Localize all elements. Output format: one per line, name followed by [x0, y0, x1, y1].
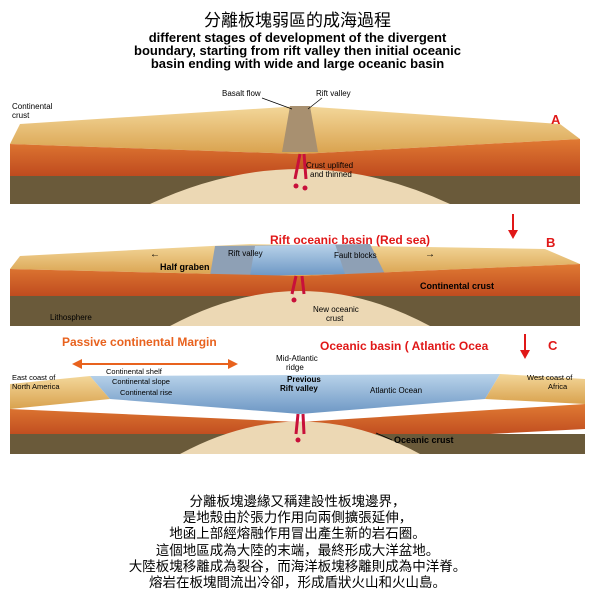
- panel-b-heading: Rift oceanic basin (Red sea): [270, 233, 430, 247]
- label-continental-crust-a: Continental crust: [12, 102, 55, 120]
- arrow-right-icon: →: [425, 249, 435, 260]
- panel-a-magma-drop: [302, 185, 308, 191]
- panel-b-asthenosphere: [170, 291, 430, 326]
- panel-b-magma-drop: [291, 297, 297, 303]
- panel-c-heading: Oceanic basin ( Atlantic Ocea: [320, 339, 489, 353]
- label-continental-rise: Continental rise: [120, 388, 172, 397]
- label-continental-crust-b: Continental crust: [420, 281, 494, 291]
- caption-line: 大陸板塊移離成為裂谷，而海洋板塊移離則成為中洋脊。: [128, 558, 467, 575]
- panel-a-asthenosphere: [150, 169, 450, 204]
- leader-oceanic-crust: [375, 432, 393, 441]
- caption-line: 分離板塊邊緣又稱建設性板塊邊界，: [189, 494, 406, 510]
- label-east-coast: East coast of North America: [12, 373, 60, 391]
- panel-c-asthenosphere: [180, 421, 420, 454]
- label-crust-uplifted: Crust uplifted and thinned: [306, 161, 355, 179]
- caption: 分離板塊邊緣又稱建設性板塊邊界， 是地殼由於張力作用向兩側擴張延伸， 地函上部經…: [0, 494, 595, 591]
- label-basalt-flow: Basalt flow: [222, 89, 261, 98]
- panel-a-rift: [282, 106, 318, 152]
- label-fault-blocks: Fault blocks: [334, 251, 377, 260]
- stage-arrow-ab-head: [508, 230, 518, 239]
- page-subtitle: different stages of development of the d…: [60, 31, 535, 70]
- panel-a-magma-drop: [293, 183, 299, 189]
- panel-b: Rift oceanic basin (Red sea) B ← → Half …: [10, 233, 580, 326]
- caption-line: 是地殼由於張力作用向兩側擴張延伸，: [182, 510, 413, 527]
- label-atlantic-ocean: Atlantic Ocean: [370, 386, 422, 395]
- label-half-graben: Half graben: [160, 262, 210, 272]
- panel-c-passive-margin: Passive continental Margin: [62, 335, 217, 349]
- label-west-coast: West coast of Africa: [527, 373, 574, 391]
- margin-arrow-right-head: [228, 359, 238, 369]
- label-rift-valley-b: Rift valley: [228, 249, 263, 258]
- panel-c-magma-drop: [295, 437, 301, 443]
- margin-arrow-left-head: [72, 359, 82, 369]
- subtitle-line: different stages of development of the d…: [148, 30, 447, 45]
- panel-c: Passive continental Margin Oceanic basin…: [10, 335, 585, 454]
- subtitle-line: basin ending with wide and large oceanic…: [150, 56, 445, 71]
- leader-basalt-flow: [261, 97, 293, 110]
- panel-b-magma: [290, 275, 306, 295]
- caption-line: 這個地區成為大陸的末端，最終形成大洋盆地。: [155, 542, 440, 559]
- stage-arrow-bc-head: [520, 350, 530, 359]
- label-continental-slope: Continental slope: [112, 377, 170, 386]
- label-previous-rift: Previous Rift valley: [280, 375, 323, 393]
- label-lithosphere: Lithosphere: [50, 313, 92, 322]
- label-new-oceanic-crust: New oceanic crust: [313, 305, 361, 323]
- caption-line: 地函上部經熔融作用冒出產生新的岩石圈。: [169, 526, 426, 543]
- panel-c-magma: [294, 413, 306, 435]
- panel-b-letter: B: [546, 235, 555, 250]
- panel-a-magma: [293, 153, 308, 180]
- subtitle-line: boundary, starting from rift valley then…: [134, 43, 461, 58]
- label-rift-valley-a: Rift valley: [316, 89, 351, 98]
- label-mid-atlantic-ridge: Mid-Atlantic ridge: [276, 354, 320, 372]
- label-continental-shelf: Continental shelf: [106, 367, 163, 376]
- leader-rift-valley-a: [307, 97, 323, 110]
- panel-c-land-right: [485, 374, 585, 404]
- arrow-left-icon: ←: [150, 249, 160, 260]
- label-oceanic-crust: Oceanic crust: [394, 435, 454, 445]
- divergent-boundary-diagram: A Continental crust Basalt flow Rift val…: [10, 89, 585, 454]
- page-title: 分離板塊弱區的成海過程: [204, 11, 391, 31]
- panel-a-crust: [10, 139, 580, 184]
- panel-c-land-left: [10, 376, 110, 409]
- panel-c-letter: C: [548, 338, 558, 353]
- panel-a: A Continental crust Basalt flow Rift val…: [10, 89, 580, 204]
- panel-b-ocean: [250, 244, 345, 276]
- panel-c-ocean: [90, 374, 500, 414]
- caption-line: 熔岩在板塊間流出冷卻，形成盾狀火山和火山島。: [149, 575, 446, 592]
- panel-a-letter: A: [551, 112, 561, 127]
